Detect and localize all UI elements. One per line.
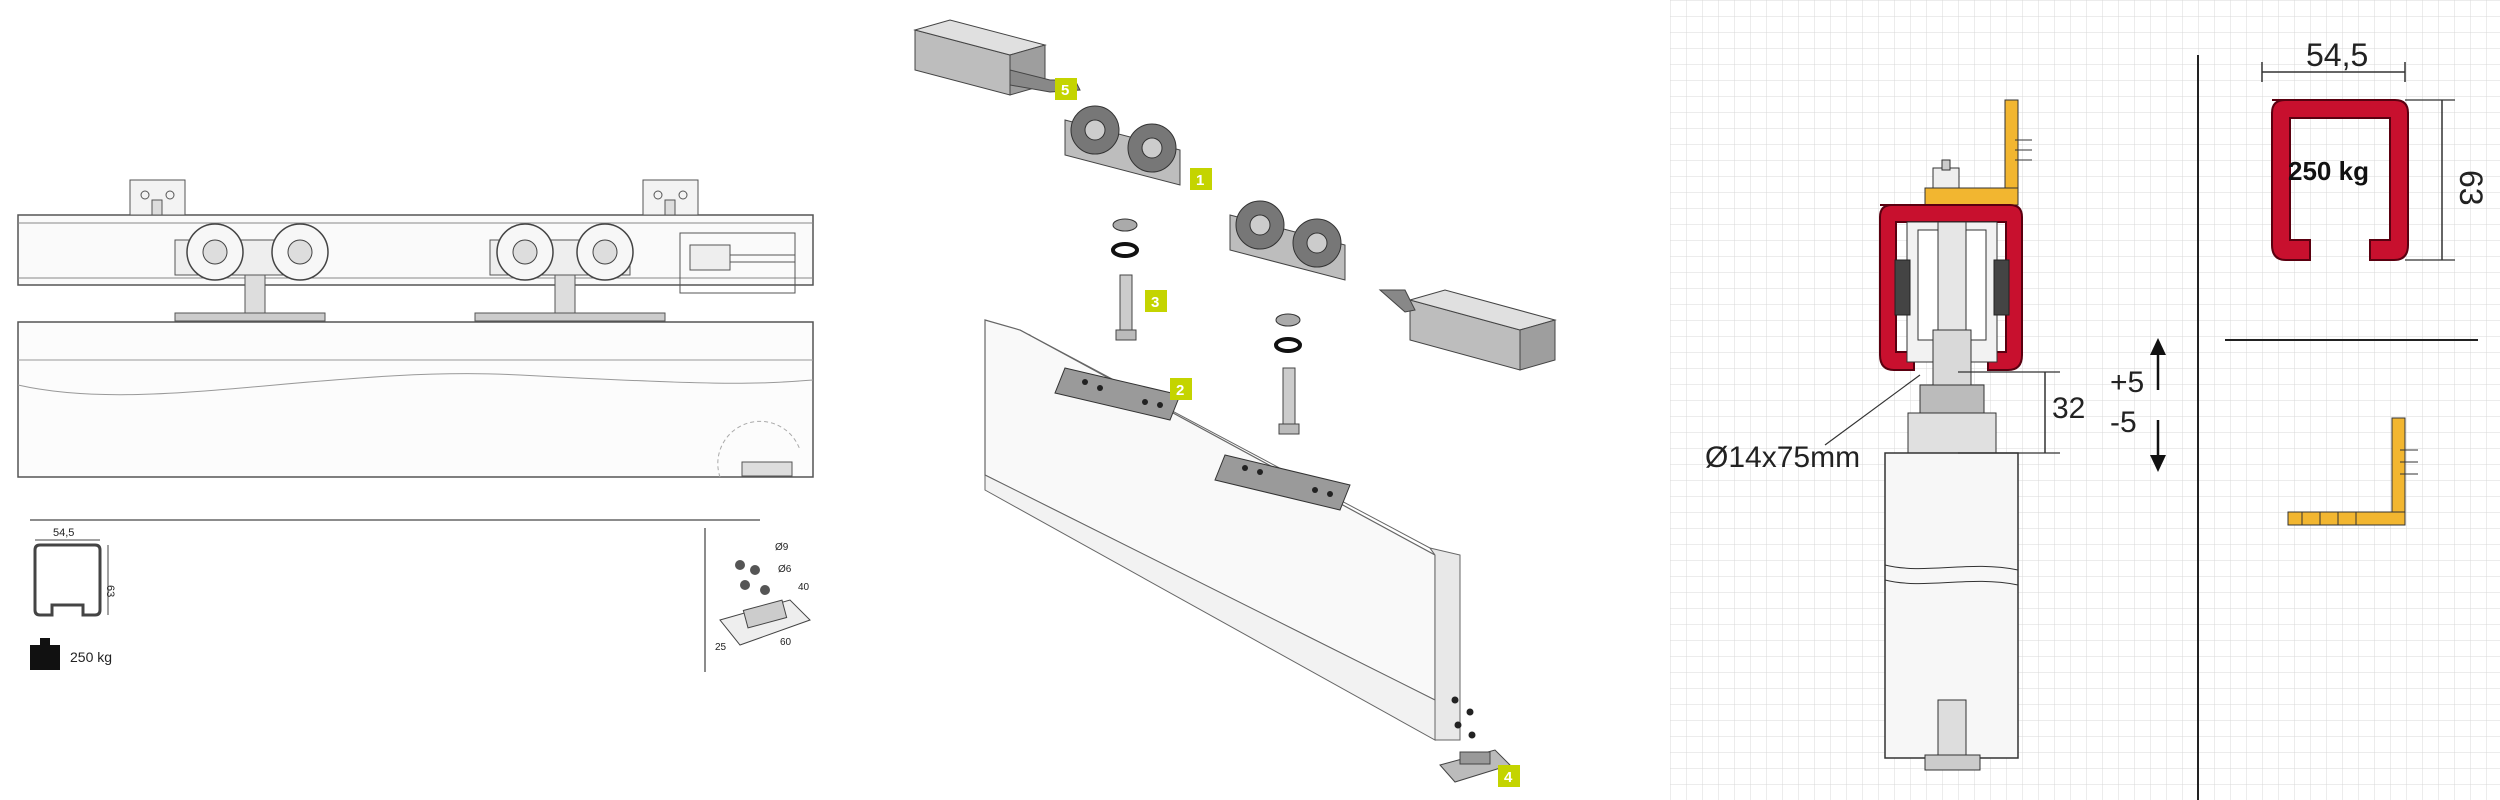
cross-section-panel: 32 +5 -5 Ø14x75mm 54,5 250 kg 63 <box>1670 0 2500 800</box>
adjust-plus-label: +5 <box>2110 366 2144 399</box>
svg-text:3: 3 <box>1151 294 1159 311</box>
profile-height-large: 63 <box>2453 170 2489 206</box>
callout-2: 2 <box>1170 378 1192 400</box>
top-bolt <box>1932 159 1960 189</box>
guide-dim-3: 25 <box>715 642 727 653</box>
profile-width-label: 54,5 <box>53 527 74 539</box>
ceiling-bracket-right <box>642 179 699 216</box>
cross-section-drawing: 32 +5 -5 Ø14x75mm 54,5 250 kg 63 <box>1670 0 2500 800</box>
mounting-bracket-profile <box>2287 417 2418 526</box>
exploded-view-drawing: 5 1 <box>913 19 1557 787</box>
callout-1: 1 <box>1190 168 1212 190</box>
screw-dia-2: Ø6 <box>778 564 792 575</box>
bolt-set-left <box>1111 218 1139 341</box>
soft-close-unit-right <box>1378 289 1557 371</box>
track-profile-small: 54,5 63 <box>33 527 116 617</box>
bolt-spec-leader <box>1824 374 1921 446</box>
adjust-minus-label: -5 <box>2110 406 2137 439</box>
trolley-unit-2 <box>1229 200 1346 281</box>
soft-close-unit-top <box>913 19 1081 96</box>
svg-text:2: 2 <box>1176 382 1184 399</box>
door-panel-elevation <box>17 321 814 478</box>
callout-3: 3 <box>1145 290 1167 312</box>
adjustment-bolt <box>1907 329 1997 454</box>
soft-close-mechanism <box>679 232 796 294</box>
hanging-plate-2 <box>1214 454 1351 511</box>
trolley-unit-1 <box>1064 105 1181 186</box>
screw-dia-1: Ø9 <box>775 542 789 553</box>
floor-guide-unit <box>1439 696 1511 783</box>
trolley-right <box>474 223 666 322</box>
hanging-plate-1 <box>1054 367 1181 421</box>
weight-icon <box>30 638 60 670</box>
trolley-left <box>174 223 329 322</box>
door-section <box>1884 452 2019 771</box>
svg-text:1: 1 <box>1196 172 1204 189</box>
svg-text:4: 4 <box>1504 769 1513 786</box>
profile-height-label: 63 <box>104 585 116 597</box>
grid-background <box>1670 0 2500 800</box>
door-elevation-drawing: 54,5 63 250 kg Ø9 Ø6 60 40 25 <box>17 179 814 672</box>
exploded-view-panel: 5 1 <box>870 0 1570 800</box>
profile-width-large: 54,5 <box>2306 37 2368 73</box>
arrow-up-icon <box>2150 338 2166 390</box>
left-elevation-panel: 54,5 63 250 kg Ø9 Ø6 60 40 25 <box>0 0 830 800</box>
ceiling-bracket-left <box>129 179 186 216</box>
arrow-down-icon <box>2150 420 2166 472</box>
callout-5: 5 <box>1055 78 1077 100</box>
callout-4: 4 <box>1498 765 1520 787</box>
floor-guide-drawing: Ø9 Ø6 60 40 25 <box>715 542 811 653</box>
bolt-set-right <box>1274 313 1302 435</box>
svg-text:5: 5 <box>1061 82 1069 99</box>
guide-dim-1: 60 <box>780 637 792 648</box>
door-panel-3d <box>984 319 1461 741</box>
track-profile-large: 54,5 250 kg 63 <box>2261 37 2489 261</box>
bolt-spec-label: Ø14x75mm <box>1705 441 1860 474</box>
guide-dim-2: 40 <box>798 582 810 593</box>
load-label: 250 kg <box>70 649 112 665</box>
mounting-bracket-yellow <box>1924 99 2032 206</box>
load-label-large: 250 kg <box>2288 156 2369 186</box>
adjust-gap-label: 32 <box>2052 392 2085 425</box>
